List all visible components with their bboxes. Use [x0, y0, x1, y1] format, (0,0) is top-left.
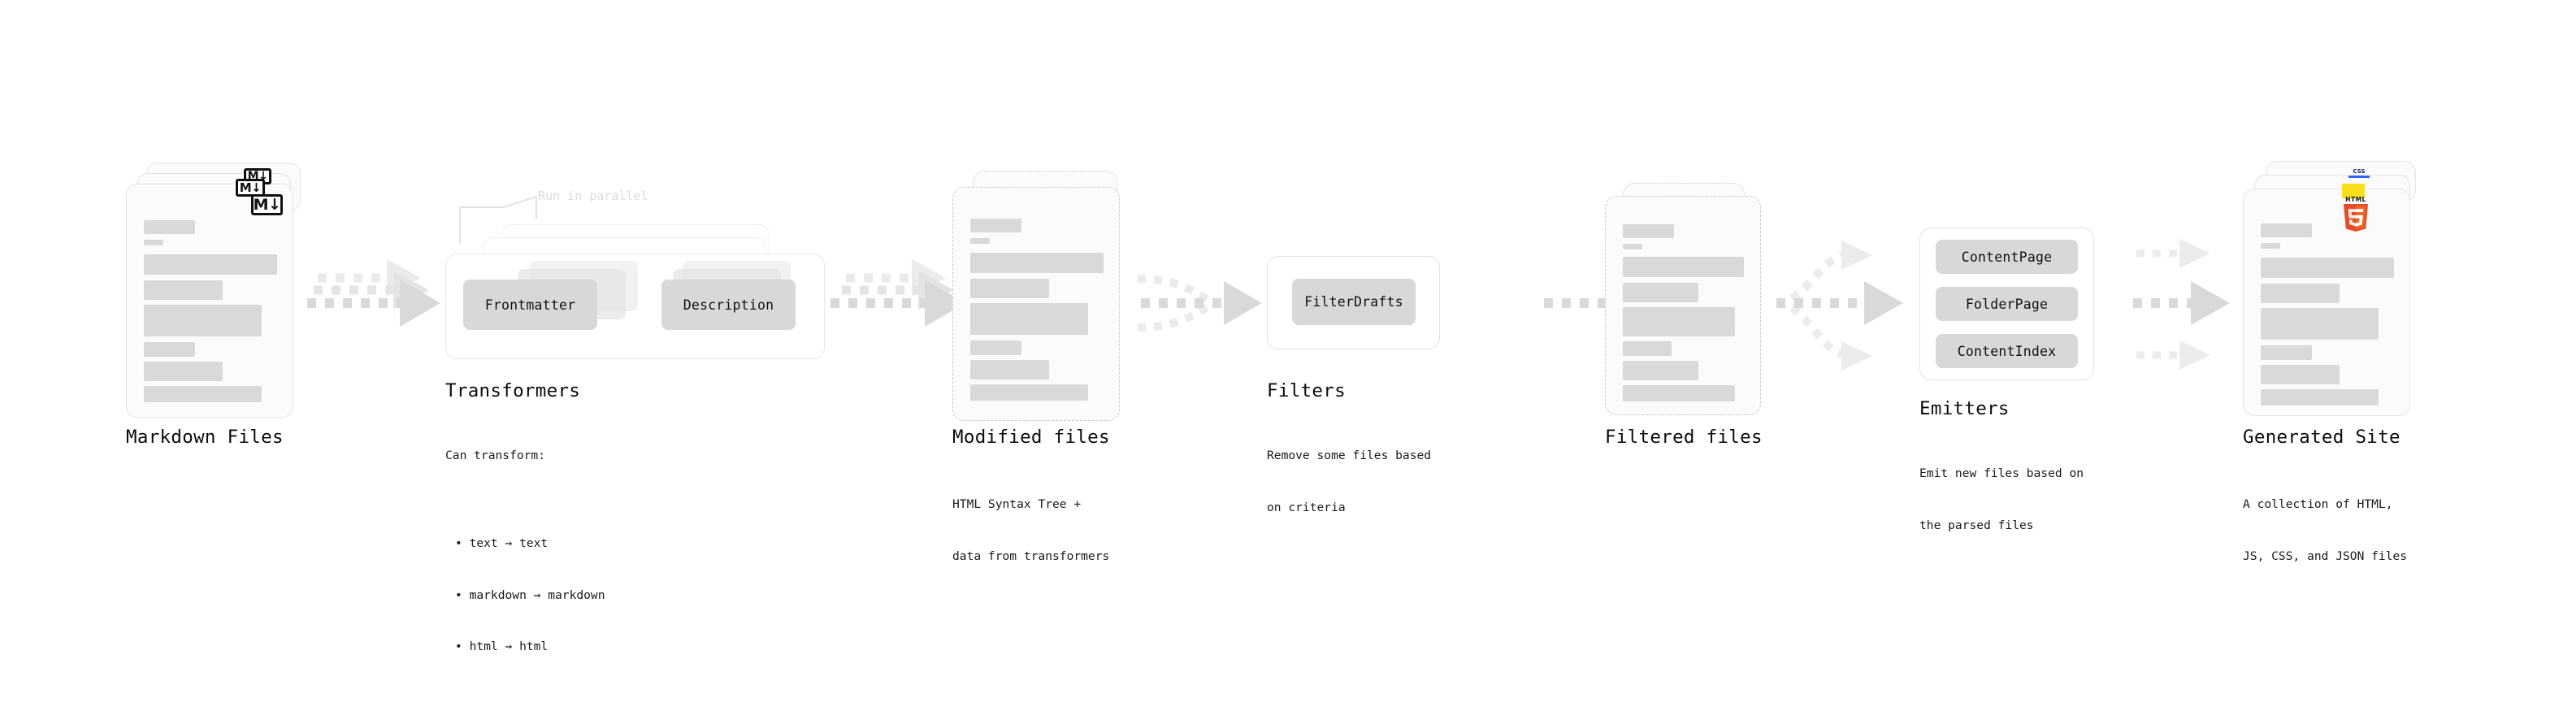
skeleton-bar: [970, 303, 1088, 335]
arrow-markdown-to-transformers: [307, 259, 440, 327]
stage-title-modified-files: Modified files: [952, 427, 1110, 448]
skeleton-bar: [2261, 308, 2379, 340]
generated-site-stack: [2243, 161, 2430, 421]
modified-file-card-front: [952, 187, 1120, 421]
skeleton-bar: [144, 280, 223, 300]
modified-files-stack: [952, 171, 1139, 431]
skeleton-bar: [970, 340, 1021, 355]
emitters-description: Emit new files based on the parsed files: [1919, 431, 2084, 568]
description-line: Emit new files based on: [1919, 466, 2084, 481]
arrow-modified-to-filters: [1137, 275, 1262, 332]
skeleton-bar: [1623, 361, 1698, 380]
skeleton-bar: [144, 342, 195, 357]
skeleton-bar: [2261, 243, 2280, 249]
markdown-icon: M↓: [251, 194, 283, 215]
skeleton-bar: [970, 360, 1049, 379]
skeleton-bar: [1623, 341, 1672, 356]
skeleton-bar: [1623, 385, 1735, 401]
skeleton-bar: [144, 220, 195, 234]
skeleton-bar: [970, 384, 1088, 401]
stage-title-emitters: Emitters: [1919, 398, 2010, 419]
skeleton-bar: [144, 386, 262, 402]
description-line: HTML Syntax Tree +: [952, 497, 1082, 512]
description-line: JS, CSS, and JSON files: [2243, 548, 2408, 563]
run-in-parallel-label: Run in parallel: [538, 189, 648, 203]
filtered-files-stack: [1605, 183, 1792, 427]
skeleton-bar: [2261, 258, 2394, 278]
description-line: Remove some files based: [1267, 449, 1432, 463]
list-item: • markdown → markdown: [455, 587, 605, 602]
markdown-file-card-front: M↓: [126, 184, 293, 418]
transformers-bullet-list: • text → text • markdown → markdown • ht…: [445, 501, 605, 690]
filter-pill-filterdrafts[interactable]: FilterDrafts: [1292, 279, 1416, 325]
skeleton-bar: [1623, 224, 1674, 238]
markdown-icon-mid: M↓: [236, 179, 265, 197]
description-line: the parsed files: [1919, 518, 2034, 532]
stage-title-filters: Filters: [1267, 380, 1346, 401]
filtered-file-card-front: [1605, 196, 1761, 415]
arrow-filtered-to-emitters: [1776, 241, 1903, 371]
transformers-can-transform-heading: Can transform:: [445, 449, 546, 463]
list-item: • text → text: [455, 536, 549, 551]
skeleton-bar: [144, 305, 262, 336]
js-icon: [2342, 184, 2365, 198]
skeleton-bar: [2261, 389, 2379, 405]
description-line: data from transformers: [952, 548, 1110, 563]
skeleton-bar: [970, 253, 1104, 273]
transformer-pill-frontmatter[interactable]: Frontmatter: [463, 280, 597, 330]
markdown-files-stack: M↓: [126, 163, 313, 423]
skeleton-bar: [1623, 307, 1735, 336]
emitter-pill-folderpage[interactable]: FolderPage: [1936, 287, 2078, 321]
generated-html-file-card: [2243, 189, 2410, 416]
skeleton-bar: [144, 240, 163, 245]
html5-icon: HTML: [2340, 197, 2371, 232]
skeleton-bar: [1623, 283, 1698, 302]
filters-description: Remove some files based on criteria: [1267, 413, 1431, 550]
skeleton-bar: [1623, 244, 1642, 249]
skeleton-bar: [970, 219, 1021, 232]
skeleton-bar: [970, 279, 1049, 298]
skeleton-bar: [1623, 257, 1744, 277]
stage-title-markdown-files: Markdown Files: [126, 427, 284, 448]
modified-files-description: HTML Syntax Tree + data from transformer…: [952, 462, 1109, 599]
list-item: • html → html: [455, 639, 549, 654]
transformer-pill-description[interactable]: Description: [661, 280, 796, 330]
skeleton-bar: [2261, 345, 2312, 360]
skeleton-bar: [2261, 223, 2312, 237]
emitter-pill-contentpage[interactable]: ContentPage: [1936, 240, 2078, 274]
stage-title-filtered-files: Filtered files: [1605, 427, 1763, 448]
transformers-description: Can transform: • text → text • markdown …: [445, 413, 605, 724]
skeleton-bar: [2261, 365, 2340, 384]
pipeline-diagram: M↓ M↓ M↓ Markdown Files Run in parallel …: [126, 161, 2430, 653]
description-line: A collection of HTML,: [2243, 497, 2393, 512]
css-icon: CSS: [2348, 169, 2370, 180]
stage-title-transformers: Transformers: [445, 380, 581, 401]
skeleton-bar: [970, 238, 990, 244]
generated-site-description: A collection of HTML, JS, CSS, and JSON …: [2243, 462, 2407, 599]
skeleton-bar: [2261, 284, 2340, 303]
description-line: on criteria: [1267, 500, 1346, 514]
skeleton-bar: [144, 254, 277, 275]
emitter-pill-contentindex[interactable]: ContentIndex: [1936, 334, 2078, 368]
arrow-emitters-to-site: [2133, 239, 2230, 370]
skeleton-bar: [144, 362, 223, 381]
stage-title-generated-site: Generated Site: [2243, 427, 2400, 448]
arrow-transformers-to-modified: [830, 259, 965, 327]
